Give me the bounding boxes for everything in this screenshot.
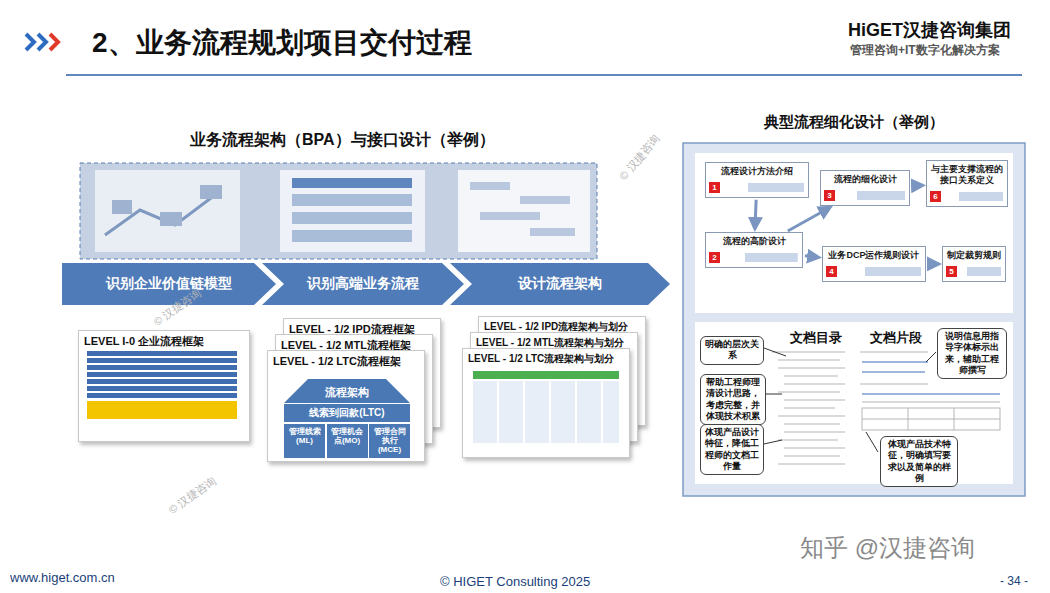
step-chevron: 识别高端业务流程 bbox=[262, 263, 464, 305]
node-text: 说明信息用指导字体标示出来，辅助工程师撰写 bbox=[941, 331, 1003, 376]
thumbnails bbox=[95, 170, 590, 252]
watermark: © 汉捷咨询 bbox=[616, 132, 663, 184]
process-thumbnail: 流程设计方法介绍 bbox=[705, 162, 809, 198]
node-text: 流程架构 bbox=[325, 385, 369, 400]
slide-title: 2、业务流程规划项目交付过程 bbox=[92, 24, 472, 62]
section-heading: 业务流程架构（BPA）与接口设计（举例） bbox=[190, 130, 495, 151]
document-heading: 文档目录 bbox=[790, 329, 842, 347]
company-logo: HiGET汉捷咨询集团 bbox=[848, 18, 1011, 42]
process-box: 管理线索(ML) bbox=[284, 424, 325, 458]
copyright: © HIGET Consulting 2025 bbox=[440, 574, 590, 589]
node-text: 识别高端业务流程 bbox=[307, 275, 419, 293]
document-heading: 文档片段 bbox=[870, 329, 922, 347]
document-sheet: LEVEL - 1/2 LTC流程框架流程架构线索到回款(LTC) 管理线索(ML… bbox=[267, 350, 425, 462]
node-text: 流程设计方法介绍 bbox=[709, 166, 805, 177]
header-chevrons bbox=[26, 34, 58, 50]
header-rule bbox=[66, 74, 1022, 76]
process-box: 管理合同执行(MCE) bbox=[369, 424, 410, 458]
callout-number: 1 bbox=[709, 182, 720, 193]
callout-box: 体现产品设计特征，降低工程师的文档工作量 bbox=[700, 424, 764, 475]
node-text: 管理合同执行(MCE) bbox=[371, 427, 408, 455]
website: www.higet.com.cn bbox=[10, 570, 115, 585]
node-text: 典型流程细化设计（举例） bbox=[683, 113, 1025, 132]
watermark: 知乎 @汉捷咨询 bbox=[800, 532, 975, 564]
document-sheet: LEVEL I-0 企业流程框架 bbox=[78, 330, 250, 442]
callout-box: 帮助工程师理清设计思路，考虑完整，并体现技术积累 bbox=[700, 374, 766, 425]
callout-number: 4 bbox=[826, 266, 837, 277]
callout-box: 明确的层次关系 bbox=[700, 336, 764, 365]
company-tagline: 管理咨询+IT数字化解决方案 bbox=[850, 42, 1000, 59]
node-text: 帮助工程师理清设计思路，考虑完整，并体现技术积累 bbox=[704, 377, 762, 422]
node-text: 管理线索(ML) bbox=[286, 427, 323, 445]
node-text: LEVEL I-0 企业流程框架 bbox=[84, 334, 244, 349]
flow-arrow bbox=[912, 184, 923, 187]
watermark: © 汉捷咨询 bbox=[166, 474, 220, 518]
node-text: 线索到回款(LTC) bbox=[286, 406, 408, 420]
node-text: LEVEL - 1/2 LTC流程框架 bbox=[273, 354, 419, 369]
callout-number: 2 bbox=[709, 252, 720, 263]
step-chevron: 识别企业价值链模型 bbox=[62, 263, 276, 305]
node-text: 设计流程架构 bbox=[518, 275, 602, 293]
step-chevron: 设计流程架构 bbox=[450, 263, 670, 305]
callout-number: 6 bbox=[930, 191, 941, 202]
node-text: 流程的细化设计 bbox=[824, 174, 906, 185]
document-sheet: LEVEL - 1/2 LTC流程架构与划分 bbox=[462, 348, 630, 458]
flow-arrow bbox=[928, 262, 939, 265]
node-text: 明确的层次关系 bbox=[704, 339, 760, 362]
node-text: 与主要支撑流程的接口关系定义 bbox=[930, 164, 1004, 186]
node-text: 识别企业价值链模型 bbox=[106, 275, 232, 293]
callout-number: 5 bbox=[946, 266, 957, 277]
detail-panel: 典型流程细化设计（举例） 流程设计方法介绍流程的细化设计 与主要支撑流程的接口关系定… bbox=[683, 113, 1025, 496]
node-text: 流程的高阶设计 bbox=[709, 236, 799, 247]
node-text: 管理机会点(MO) bbox=[329, 427, 366, 445]
architecture-roof: 流程架构 bbox=[284, 379, 410, 403]
process-box: 管理机会点(MO) bbox=[327, 424, 368, 458]
document-subpanel bbox=[695, 322, 1013, 484]
node-text: 体现产品技术特征，明确填写要求以及简单的样例 bbox=[884, 439, 954, 484]
flow-arrow bbox=[805, 256, 819, 258]
process-thumbnail: 业务DCP运作规则设计 bbox=[822, 246, 926, 282]
callout-number: 3 bbox=[824, 190, 835, 201]
node-text: 业务DCP运作规则设计 bbox=[826, 250, 922, 261]
detail-panel bbox=[683, 143, 1025, 496]
callout-box: 说明信息用指导字体标示出来，辅助工程师撰写 bbox=[937, 328, 1007, 379]
flow-arrow bbox=[788, 207, 831, 231]
node-text: 制定裁剪规则 bbox=[946, 250, 1002, 261]
page-number: - 34 - bbox=[1000, 574, 1028, 588]
node-text: 体现产品设计特征，降低工程师的文档工作量 bbox=[704, 427, 760, 472]
thumbnail-frame bbox=[80, 163, 597, 259]
process-bar: 线索到回款(LTC) bbox=[284, 404, 410, 422]
node-text: LEVEL - 1/2 LTC流程架构与划分 bbox=[468, 352, 624, 366]
flow-arrow bbox=[755, 200, 756, 229]
callout-box: 体现产品技术特征，明确填写要求以及简单的样例 bbox=[880, 436, 958, 487]
flow-subpanel bbox=[695, 153, 1013, 313]
